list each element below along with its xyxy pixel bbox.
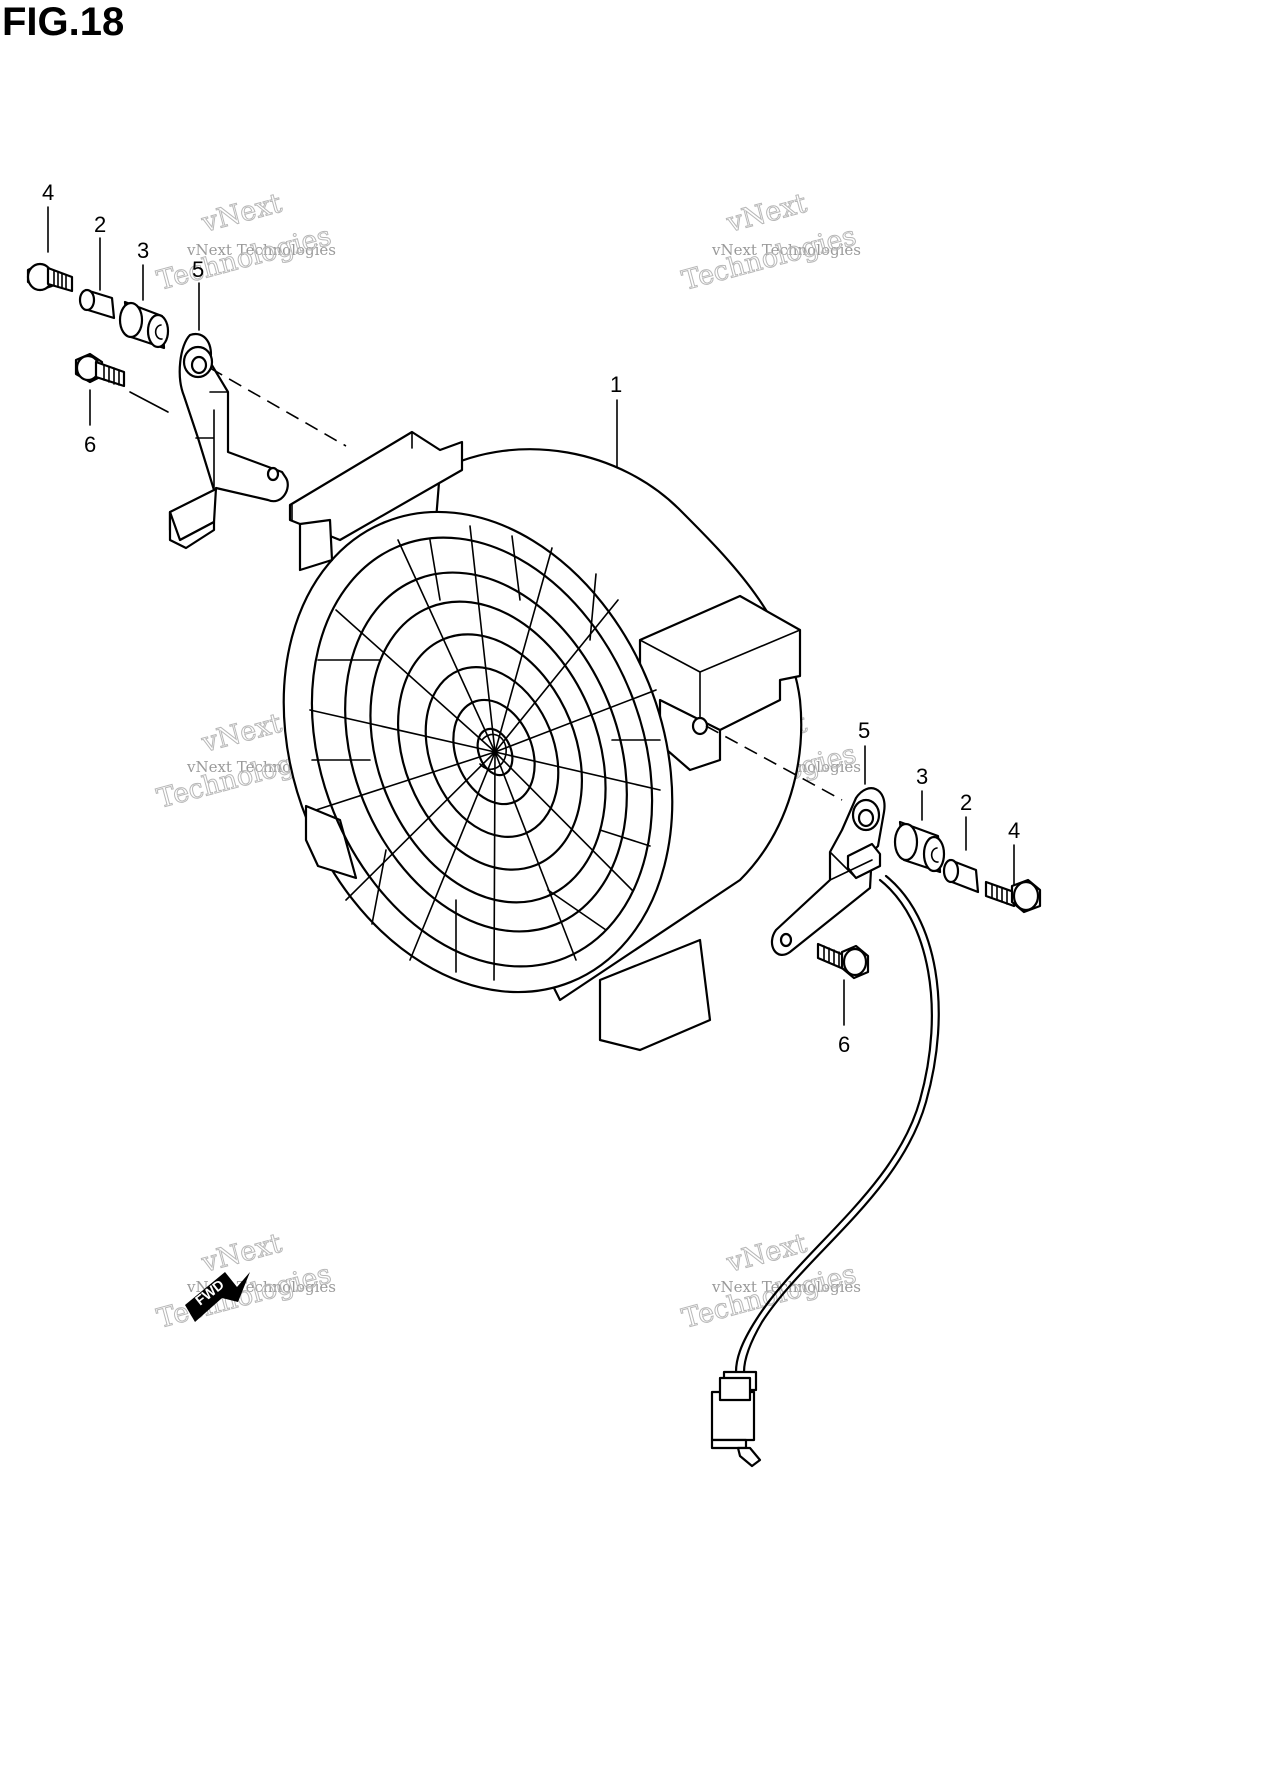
screw-left	[74, 352, 126, 388]
callout-cushion-left: 3	[137, 238, 149, 263]
spacer-right	[942, 858, 980, 894]
callout-spacer-left: 2	[94, 212, 106, 237]
callout-cushion-right: 3	[916, 764, 928, 789]
cushion-right	[893, 820, 946, 874]
bolt-left	[26, 262, 74, 293]
screw-right	[816, 942, 870, 980]
cushion-left	[118, 300, 170, 350]
svg-text:vNext: vNext	[723, 1228, 810, 1279]
callout-bolt-right: 4	[1008, 818, 1020, 843]
fan-assembly	[282, 430, 803, 1052]
svg-text:vNext: vNext	[723, 188, 810, 239]
svg-text:vNext: vNext	[198, 188, 285, 239]
svg-text:vNext Technologies: vNext Technologies	[711, 1278, 861, 1296]
bracket-left	[168, 332, 289, 550]
assembly-line-left	[209, 367, 347, 447]
bolt-right	[984, 878, 1042, 914]
bracket-right	[770, 787, 886, 956]
svg-text:vNext Technologies: vNext Technologies	[186, 241, 336, 259]
callout-screw-right: 6	[838, 1032, 850, 1057]
watermark-top-left: vNext vNext Technologies Technologies	[153, 187, 336, 297]
watermark-top-right: vNext vNext Technologies Technologies	[678, 187, 861, 297]
svg-text:vNext Technologies: vNext Technologies	[711, 241, 861, 259]
wire-harness	[734, 874, 940, 1374]
svg-text:vNext: vNext	[198, 1228, 285, 1279]
svg-text:vNext: vNext	[198, 708, 285, 759]
spacer-left	[78, 288, 116, 320]
callout-bracket-right: 5	[858, 718, 870, 743]
watermark-bottom-right: vNext vNext Technologies Technologies	[678, 1227, 861, 1335]
connector-plug	[710, 1370, 762, 1468]
callout-spacer-right: 2	[960, 790, 972, 815]
figure-title: FIG.18	[2, 0, 125, 44]
callout-fan-assembly: 1	[610, 372, 622, 397]
leader-screw-left-b	[129, 391, 169, 413]
callout-screw-left: 6	[84, 432, 96, 457]
callout-bracket-left: 5	[192, 257, 204, 282]
svg-text:Technologies: Technologies	[154, 1259, 335, 1335]
assembly-line-right	[705, 725, 843, 801]
svg-text:Technologies: Technologies	[679, 1259, 860, 1335]
callout-bolt-left: 4	[42, 180, 54, 205]
